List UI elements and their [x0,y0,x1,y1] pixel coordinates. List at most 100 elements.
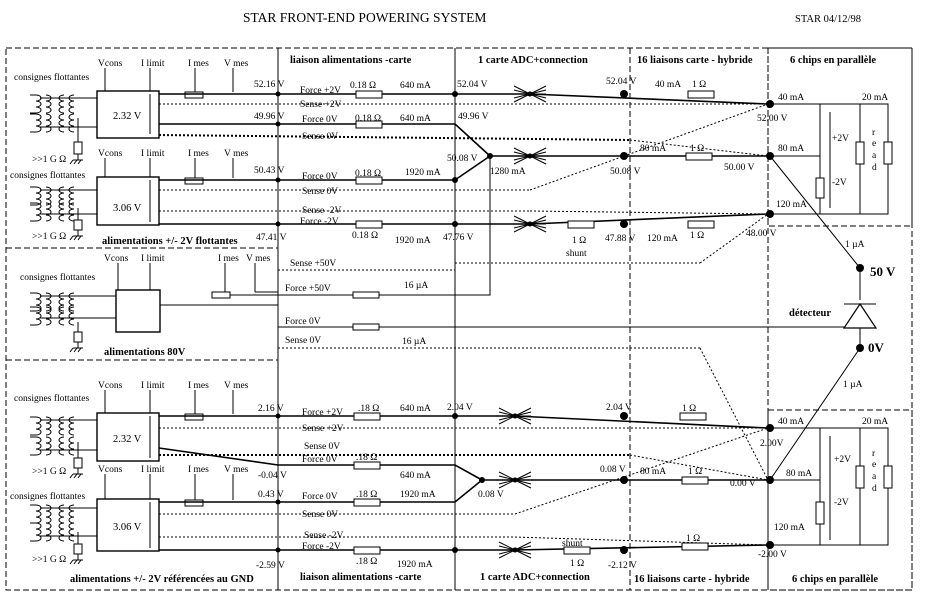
diagram-title: STAR FRONT-END POWERING SYSTEM [243,10,486,25]
psu-box-b [96,176,160,226]
svg-text:consignes flottantes: consignes flottantes [10,170,85,181]
svg-text:52.04 V: 52.04 V [606,77,637,87]
svg-text:0V: 0V [868,340,885,355]
svg-text:Force +50V: Force +50V [285,284,331,294]
psu-box-a [96,90,160,139]
svg-text:1920 mA: 1920 mA [395,236,431,246]
svg-text:I limit: I limit [141,59,165,69]
svg-text:3.06 V: 3.06 V [113,203,142,214]
svg-text:0.08 V: 0.08 V [478,490,504,500]
svg-text:Sense +2V: Sense +2V [302,424,344,434]
label-floating: alimentations +/- 2V flottantes [102,236,238,247]
svg-text:V mes: V mes [224,465,249,475]
svg-text:V mes: V mes [246,254,271,264]
svg-text:Force 0V: Force 0V [302,115,338,125]
svg-text:>>1 G Ω: >>1 G Ω [32,155,66,165]
svg-text:Sense -2V: Sense -2V [304,531,343,541]
svg-text:Force -2V: Force -2V [302,542,341,552]
header-16-liaisons-top: 16 liaisons carte - hybride [637,55,753,66]
psu-box-hv [115,289,161,333]
svg-text:1920 mA: 1920 mA [397,560,433,570]
psu-box-d [96,498,160,552]
svg-text:>>1 G Ω: >>1 G Ω [32,555,66,565]
svg-text:-2.12 V: -2.12 V [608,561,637,571]
svg-text:1 Ω: 1 Ω [686,534,700,544]
svg-text:47.41 V: 47.41 V [256,233,287,243]
svg-text:40 mA: 40 mA [778,93,804,103]
svg-text:shunt: shunt [566,249,587,259]
svg-text:Force 0V: Force 0V [302,455,338,465]
svg-text:+2V: +2V [834,455,851,465]
svg-text:Sense 0V: Sense 0V [304,442,340,452]
svg-text:1920 mA: 1920 mA [405,168,441,178]
svg-text:.18 Ω: .18 Ω [356,453,377,463]
svg-text:Force 0V: Force 0V [285,317,321,327]
svg-text:+2V: +2V [832,134,849,144]
ground-icon [69,153,84,165]
svg-text:r: r [872,449,876,459]
svg-text:2.04 V: 2.04 V [606,403,632,413]
outer-frame [5,47,913,591]
svg-text:Vcons: Vcons [98,59,123,69]
svg-text:80 mA: 80 mA [640,144,666,154]
svg-text:I mes: I mes [188,149,209,159]
svg-text:-2V: -2V [832,178,847,188]
svg-text:I mes: I mes [218,254,239,264]
svg-text:49.96 V: 49.96 V [458,112,489,122]
svg-text:Vcons: Vcons [98,149,123,159]
svg-text:40 mA: 40 mA [778,417,804,427]
svg-text:80 mA: 80 mA [778,144,804,154]
header-chips-top: 6 chips en parallèle [790,55,876,66]
svg-text:48.00 V: 48.00 V [746,229,777,239]
supply-module-b: Vcons I limit I mes V mes consignes flot… [10,149,249,247]
header-adc-top: 1 carte ADC+connection [478,55,588,66]
svg-text:shunt: shunt [562,539,583,549]
svg-text:0.08 V: 0.08 V [600,465,626,475]
svg-text:Force -2V: Force -2V [300,217,339,227]
label-hv: alimentations 80V [104,347,186,358]
svg-text:20 mA: 20 mA [862,93,888,103]
svg-text:52.00 V: 52.00 V [757,114,788,124]
svg-text:Force +2V: Force +2V [300,86,341,96]
svg-text:I mes: I mes [188,59,209,69]
svg-text:Sense 0V: Sense 0V [302,510,338,520]
svg-text:a: a [872,151,877,161]
svg-text:0.18 Ω: 0.18 Ω [355,114,381,124]
svg-text:50 V: 50 V [870,264,896,279]
svg-text:V mes: V mes [224,59,249,69]
svg-text:Vcons: Vcons [98,381,123,391]
svg-text:I limit: I limit [141,149,165,159]
svg-text:V mes: V mes [224,149,249,159]
svg-text:I limit: I limit [141,465,165,475]
svg-text:.18 Ω: .18 Ω [356,490,377,500]
svg-text:-2.59 V: -2.59 V [256,561,285,571]
force-0-top-a [159,123,491,157]
svg-text:47.88 V: 47.88 V [605,234,636,244]
svg-text:640 mA: 640 mA [400,404,431,414]
svg-text:20 mA: 20 mA [862,417,888,427]
svg-text:>>1 G Ω: >>1 G Ω [32,232,66,242]
svg-text:2.04 V: 2.04 V [447,403,473,413]
svg-text:0.18 Ω: 0.18 Ω [355,169,381,179]
svg-text:1 Ω: 1 Ω [688,467,702,477]
svg-text:Sense +50V: Sense +50V [290,259,336,269]
svg-text:d: d [872,484,877,494]
date-reference: STAR 04/12/98 [795,14,861,25]
svg-text:640 mA: 640 mA [400,114,431,124]
svg-text:1280 mA: 1280 mA [490,167,526,177]
svg-text:1 Ω: 1 Ω [572,236,586,246]
svg-text:16 µA: 16 µA [404,281,428,291]
svg-text:2.16 V: 2.16 V [258,404,284,414]
svg-text:d: d [872,163,877,173]
svg-text:Force 0V: Force 0V [302,172,338,182]
svg-text:-2.00 V: -2.00 V [758,550,787,560]
svg-text:120 mA: 120 mA [774,523,805,533]
svg-text:640 mA: 640 mA [400,471,431,481]
svg-text:52.16 V: 52.16 V [254,80,285,90]
supply-module-a: Vcons I limit I mes V mes consignes flot… [14,59,249,165]
svg-text:2.00V: 2.00V [760,439,784,449]
svg-text:I limit: I limit [141,381,165,391]
svg-text:consignes flottantes: consignes flottantes [10,491,85,502]
svg-text:16 µA: 16 µA [402,337,426,347]
